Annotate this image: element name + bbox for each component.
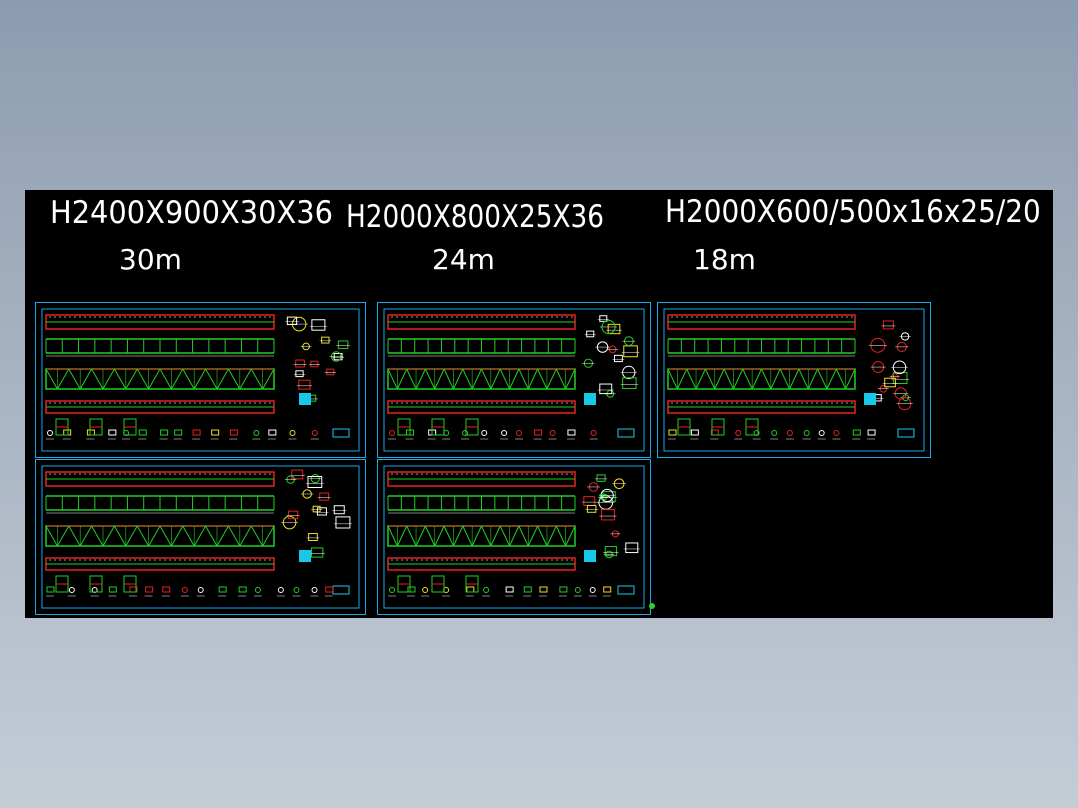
drawing-sheet-30m-a[interactable] — [35, 302, 366, 458]
drawing-sheet-24m-b[interactable] — [377, 459, 651, 615]
sheet-linework — [383, 465, 645, 609]
group-title-3: H2000X600/500x16x25/20 — [665, 194, 1041, 230]
drawing-canvas[interactable]: H2400X900X30X36 30m H2000X800X25X36 24m … — [25, 190, 1053, 618]
group-title-1: H2400X900X30X36 — [50, 195, 333, 231]
group-span-3: 18m — [693, 243, 756, 276]
insertion-point-marker — [649, 603, 655, 609]
sheet-linework — [41, 465, 360, 609]
group-span-2: 24m — [432, 243, 495, 276]
group-title-2: H2000X800X25X36 — [346, 199, 604, 235]
sheet-linework — [663, 308, 925, 452]
drawing-sheet-30m-b[interactable] — [35, 459, 366, 615]
group-span-1: 30m — [119, 243, 182, 276]
drawing-sheet-24m-a[interactable] — [377, 302, 651, 458]
sheet-linework — [383, 308, 645, 452]
sheet-linework — [41, 308, 360, 452]
drawing-sheet-18m[interactable] — [657, 302, 931, 458]
